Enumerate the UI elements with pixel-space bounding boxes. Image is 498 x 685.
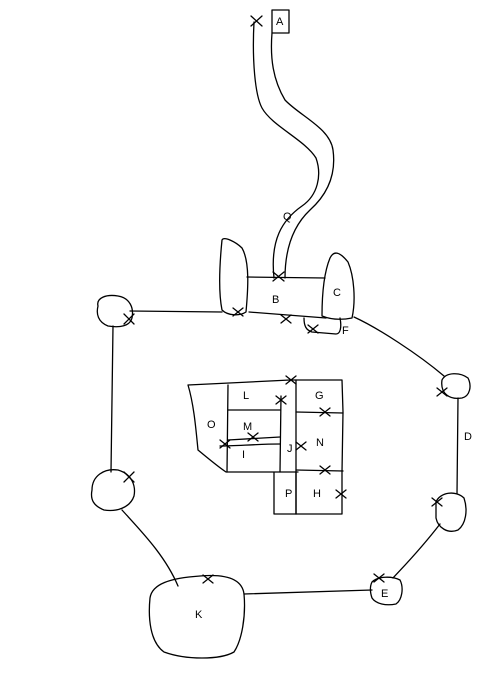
path-b-to-left-tower <box>129 310 223 313</box>
path-left-tower-to-k <box>121 509 179 587</box>
label-e: E <box>381 588 388 600</box>
left-lower-tower <box>90 469 136 512</box>
path-k-to-e <box>243 589 373 595</box>
label-k: K <box>195 609 203 621</box>
label-b: B <box>272 294 279 306</box>
wall-g-n <box>295 411 344 414</box>
label-c: C <box>333 287 341 299</box>
wall-n-h <box>295 469 344 472</box>
label-j: J <box>287 443 293 455</box>
room-e-outline <box>369 576 403 606</box>
label-a: A <box>276 16 284 28</box>
label-o: O <box>207 419 216 431</box>
label-m: M <box>243 421 252 433</box>
corridor-q-right-wall <box>270 32 335 279</box>
label-g: G <box>315 390 324 402</box>
room-k-outline <box>148 574 246 659</box>
label-p: P <box>285 488 292 500</box>
path-e-to-right-tower <box>392 523 441 579</box>
wall-m-i <box>219 443 281 447</box>
corridor-q-left-wall <box>252 21 320 279</box>
alcove-f-outline <box>303 317 342 335</box>
wall-l-o-vertical <box>226 384 229 473</box>
label-i: I <box>242 449 245 461</box>
path-left-wall <box>110 325 114 473</box>
tower-left-of-b <box>219 238 249 316</box>
door-marks <box>123 15 448 584</box>
wall-j-vertical <box>279 395 282 473</box>
path-c-to-right-tower <box>353 316 445 377</box>
label-h: H <box>313 488 321 500</box>
label-q: Q <box>283 211 292 223</box>
label-n: N <box>316 437 324 449</box>
label-l: L <box>243 390 249 402</box>
room-b-outline <box>246 276 327 319</box>
right-lower-tower <box>435 492 467 532</box>
label-f: F <box>342 325 349 337</box>
tower-c-outline <box>321 252 355 320</box>
label-d: D <box>464 431 472 443</box>
path-right-wall-d <box>456 397 459 495</box>
left-upper-tower <box>96 294 134 328</box>
central-building-outline <box>187 379 344 515</box>
room-a-outline <box>271 9 290 34</box>
